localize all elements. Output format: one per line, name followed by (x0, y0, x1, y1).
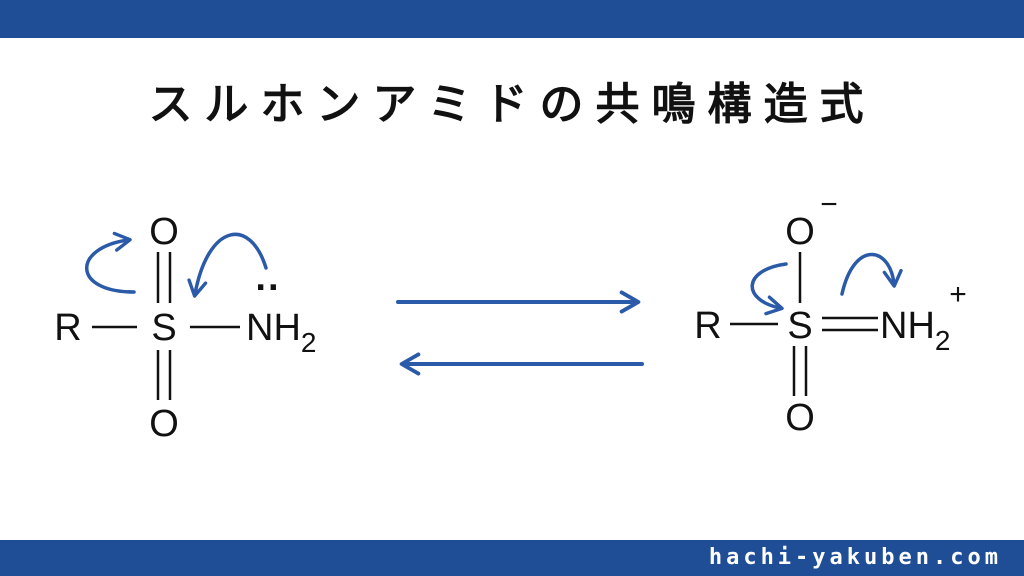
right-r-atom: R (694, 305, 721, 347)
site-url: hachi-yakuben.com (708, 545, 1002, 570)
left-electron-arrow-o (85, 231, 136, 294)
right-o-top-atom: O (785, 211, 815, 253)
left-o-bottom-atom: O (149, 403, 179, 445)
left-o-top-atom: O (149, 211, 179, 253)
left-r-atom: R (54, 307, 81, 349)
page-title: スルホンアミドの共鳴構造式 (148, 79, 876, 130)
right-electron-arrow-n (840, 252, 903, 296)
left-s-atom: S (151, 307, 176, 349)
top-banner (0, 0, 1024, 38)
right-n-plus-charge: + (949, 278, 967, 311)
left-electron-arrow-n (187, 232, 268, 298)
right-s-atom: S (787, 305, 812, 347)
right-o-minus-charge: − (820, 188, 838, 221)
right-nh-group: NH2 (880, 305, 950, 356)
bottom-banner: hachi-yakuben.com (0, 540, 1024, 576)
right-o-bottom-atom: O (785, 397, 815, 439)
left-lone-pair: ·· (255, 267, 280, 309)
equilibrium-arrows (396, 290, 644, 376)
left-structure: R S NH2 ·· O O (54, 211, 316, 445)
right-structure: R S NH2 + O − O (694, 188, 966, 439)
left-nh-group: NH2 (246, 307, 316, 358)
right-electron-arrow-o (750, 262, 788, 316)
